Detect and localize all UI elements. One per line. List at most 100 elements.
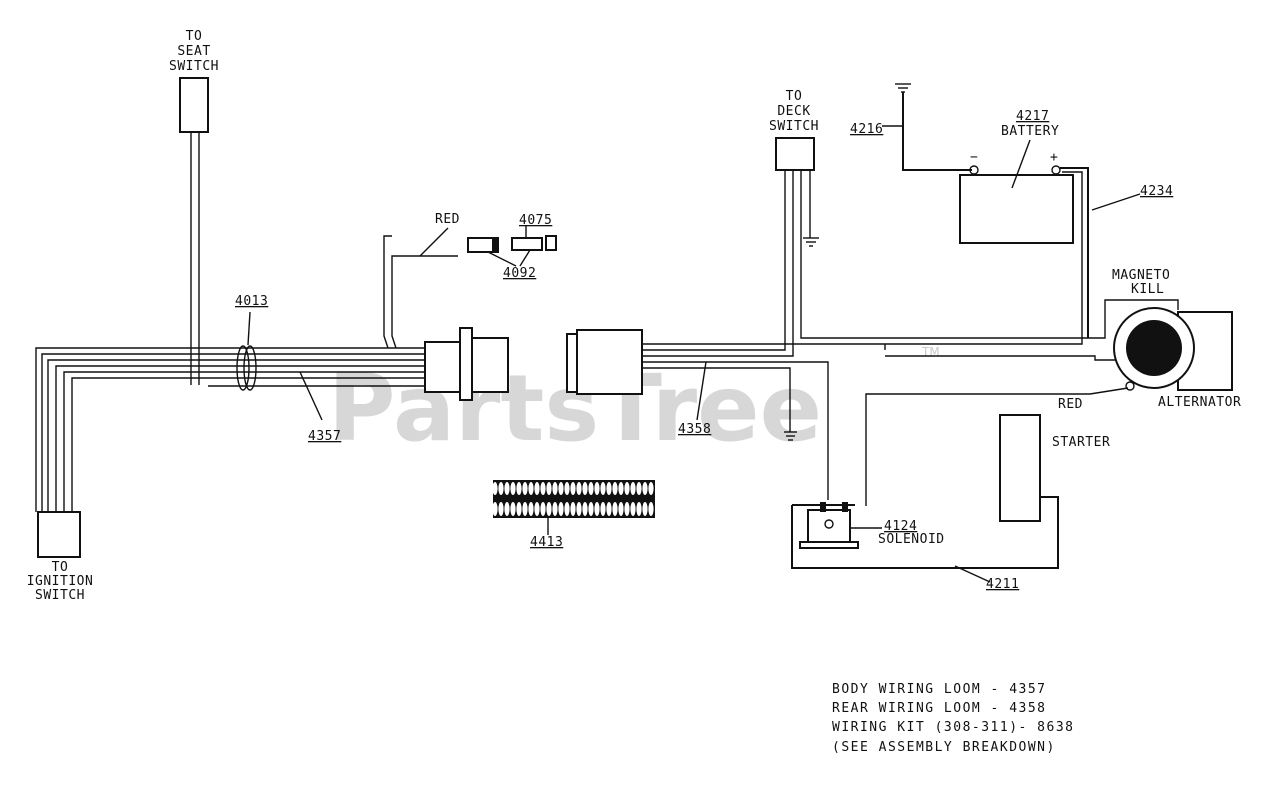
ground-symbol-loom [784,431,797,441]
part-4013-label: 4013 [235,294,268,309]
leader-4092a [487,251,517,267]
spiral-coil [582,482,588,495]
spiral-coil [630,482,636,495]
alternator-engine [1113,307,1233,391]
spiral-coil [618,482,624,495]
spiral-coil [528,502,534,516]
battery-label: BATTERY [1001,124,1059,139]
spiral-coil [576,482,582,495]
clamp-4013 [236,345,257,391]
note-see-breakdown: (SEE ASSEMBLY BREAKDOWN) [832,740,1056,755]
deck-switch-label-2: DECK [777,104,810,119]
spiral-coil [546,482,552,495]
starter [999,414,1041,522]
part-4357-label: 4357 [308,429,341,444]
note-wiring-kit: WIRING KIT (308-311)- 8638 [832,720,1075,735]
battery-minus: − [970,150,978,165]
spiral-coil [624,482,630,495]
spiral-coil [546,502,552,516]
alternator-wire-red [865,387,1129,506]
spiral-coil [510,502,516,516]
spiral-coil [630,502,636,516]
battery-plus: + [1050,150,1058,165]
solenoid [799,502,859,549]
part-4211-label: 4211 [986,577,1019,592]
seat-switch-wires [190,132,200,385]
ignition-switch-label-2: IGNITION [27,574,94,589]
spiral-coil [540,502,546,516]
leader-4211 [954,565,991,583]
leader-4357 [299,371,323,421]
spiral-coil [516,502,522,516]
spiral-coil [492,482,498,495]
spiral-coil [576,502,582,516]
leader-4013 [247,311,251,346]
leader-battery [1011,139,1031,189]
magneto-label-2: KILL [1131,282,1164,297]
battery-positive-terminal [1051,165,1061,175]
spiral-coil [552,482,558,495]
spiral-coil [624,502,630,516]
deck-switch-label-1: TO [786,89,803,104]
spiral-coil [570,482,576,495]
ground-symbol-deck [803,237,819,247]
spiral-coil [522,502,528,516]
spiral-coil [588,482,594,495]
spiral-coil [534,482,540,495]
spiral-coil [552,502,558,516]
leader-4092b [519,249,531,267]
spiral-coil [498,482,504,495]
spiral-coil [504,502,510,516]
spiral-coil [564,482,570,495]
spiral-coil [642,482,648,495]
spiral-coil [642,502,648,516]
cable-4211 [791,496,1059,569]
spiral-coil [606,482,612,495]
spiral-coil [564,502,570,516]
spiral-coil [528,482,534,495]
seat-switch-label-1: TO [186,29,203,44]
spiral-coil [510,482,516,495]
spiral-coil [648,502,654,516]
spiral-coil [648,482,654,495]
magneto-label-1: MAGNETO [1112,268,1170,283]
spiral-coil [606,502,612,516]
spiral-coil [582,502,588,516]
leader-4234 [1091,193,1141,211]
battery-part-label: 4217 [1016,109,1049,124]
rear-wiring-loom [642,170,1179,500]
terminal-4092 [467,235,557,253]
note-body-loom: BODY WIRING LOOM - 4357 [832,682,1047,697]
red-right-label: RED [1058,397,1083,412]
red-top-leader [419,227,449,257]
ground-cable-4216 [902,92,972,171]
battery [959,174,1074,244]
ignition-switch-label-3: SWITCH [35,588,85,603]
deck-switch-label-3: SWITCH [769,119,819,134]
seat-switch-connector [179,77,209,133]
body-wiring-loom [35,235,458,512]
spiral-coil [588,502,594,516]
spiral-coil [600,502,606,516]
ground-symbol-battery [895,83,911,93]
loom-4358-connector [566,329,643,395]
part-4075-label: 4075 [519,213,552,228]
part-4358-label: 4358 [678,422,711,437]
deck-switch-connector [775,137,815,171]
red-top-label: RED [435,212,460,227]
cable-4234 [1060,167,1089,338]
spiral-coil [558,482,564,495]
part-4413-label: 4413 [530,535,563,550]
part-4234-label: 4234 [1140,184,1173,199]
spiral-coil [534,502,540,516]
spiral-coil [594,482,600,495]
seat-switch-label-2: SEAT [177,44,210,59]
spiral-coil [594,502,600,516]
spiral-coil [498,502,504,516]
note-rear-loom: REAR WIRING LOOM - 4358 [832,701,1047,716]
starter-label: STARTER [1052,435,1110,450]
spiral-coil [636,482,642,495]
ignition-switch-label-1: TO [52,560,69,575]
